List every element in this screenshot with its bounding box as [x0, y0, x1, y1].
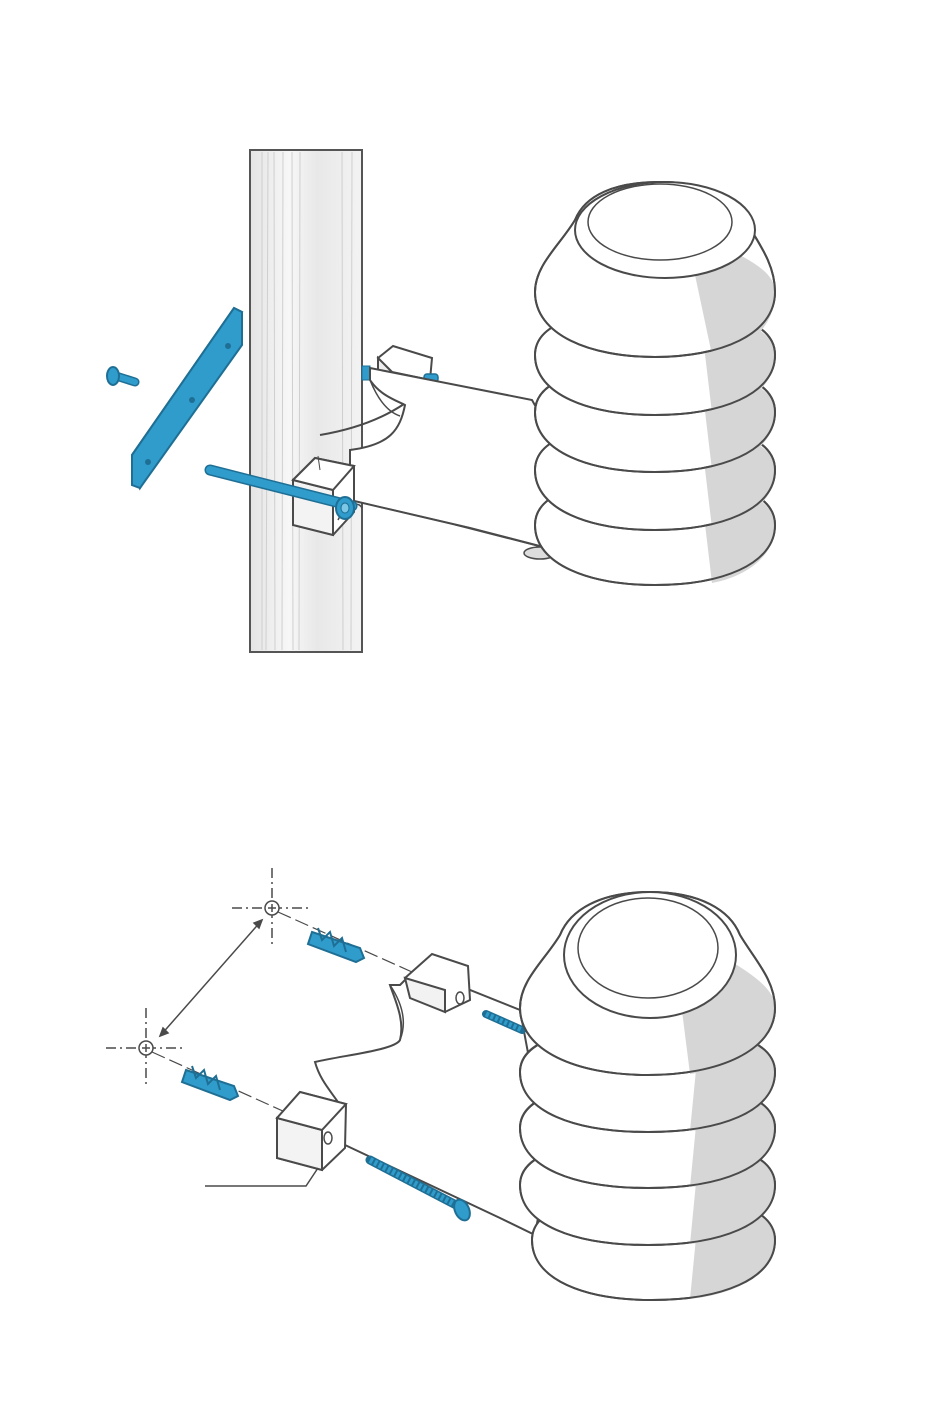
pole: [250, 150, 362, 652]
wall-anchor-lower: [182, 1066, 238, 1100]
figure-pole-mount: [107, 150, 775, 652]
figure-wall-mount: [106, 868, 775, 1300]
hole-spacing-dimension: [160, 920, 262, 1036]
radiation-shield-wall: [520, 892, 775, 1300]
drill-hole-mark-upper: [232, 868, 312, 948]
mounting-bracket-wall: [277, 954, 548, 1235]
backing-plate: [132, 308, 242, 488]
leader-line: [205, 1168, 318, 1186]
screw: [107, 367, 135, 385]
radiation-shield: [535, 182, 775, 585]
wall-anchor-upper: [308, 928, 364, 962]
